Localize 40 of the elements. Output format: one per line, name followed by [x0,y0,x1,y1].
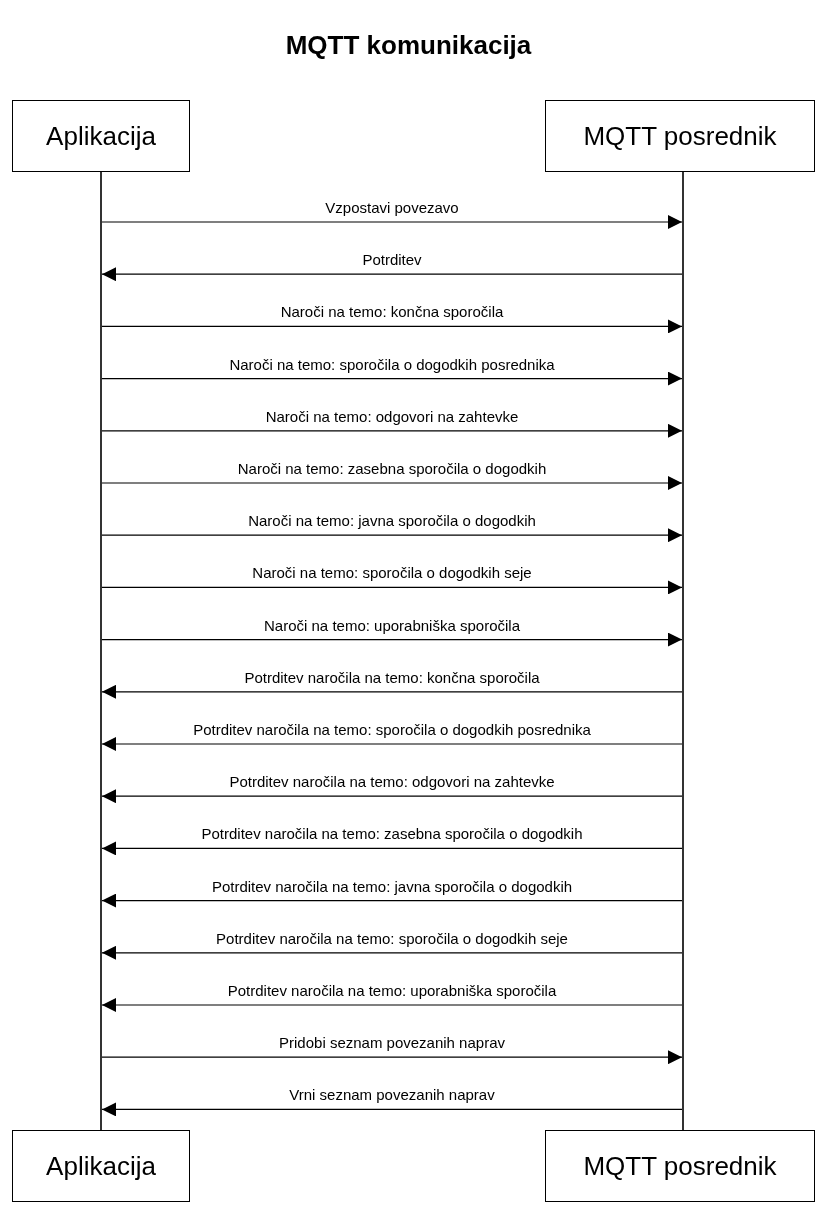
message-arrow [101,215,683,229]
message-label: Potrditev naročila na temo: uporabniška sporočila [225,982,559,999]
message-arrow [101,580,683,595]
message-arrow [101,632,683,647]
message-arrow [101,319,683,334]
message-label: Pridobi seznam povezanih naprav [277,1034,507,1052]
participant-name: Aplikacija [46,1150,156,1182]
message-label: Vzpostavi povezavo [323,199,461,216]
message-arrow [101,893,683,908]
participant-box [12,100,190,172]
participant-box [545,1130,815,1202]
message-label: Potrditev naročila na temo: zasebna sporočila o dogodkih [199,825,585,843]
message-label: Naroči na temo: sporočila o dogodkih seje [250,564,534,582]
message-arrow [101,267,683,282]
message-arrow [101,528,683,543]
message-arrow [101,476,683,490]
message-arrow [101,789,683,804]
message-label: Naroči na temo: javna sporočila o dogodkih [246,512,538,530]
message-arrow [101,684,683,699]
message-arrow [101,737,683,751]
participant-name: Aplikacija [46,120,156,152]
message-arrow [101,423,683,438]
message-label: Potrditev naročila na temo: odgovori na zahtevke [227,773,557,791]
diagram-title: MQTT komunikacija [284,30,533,61]
message-arrow [101,998,683,1012]
lifeline [100,172,102,1130]
participant-box [12,1130,190,1202]
message-arrow [101,1102,683,1117]
message-label: Potrditev naročila na temo: sporočila o dogodkih posrednika [191,721,593,738]
message-label: Naroči na temo: končna sporočila [278,303,506,321]
message-label: Naroči na temo: zasebna sporočila o dogodkih [235,460,549,477]
message-arrow [101,1050,683,1065]
participant-name: MQTT posrednik [583,120,777,152]
message-arrow [101,945,683,960]
participant-box [545,100,815,172]
message-arrow [101,371,683,386]
participant-name: MQTT posrednik [583,1150,777,1182]
message-label: Vrni seznam povezanih naprav [287,1086,497,1104]
message-arrow [101,841,683,856]
lifeline [682,172,684,1130]
